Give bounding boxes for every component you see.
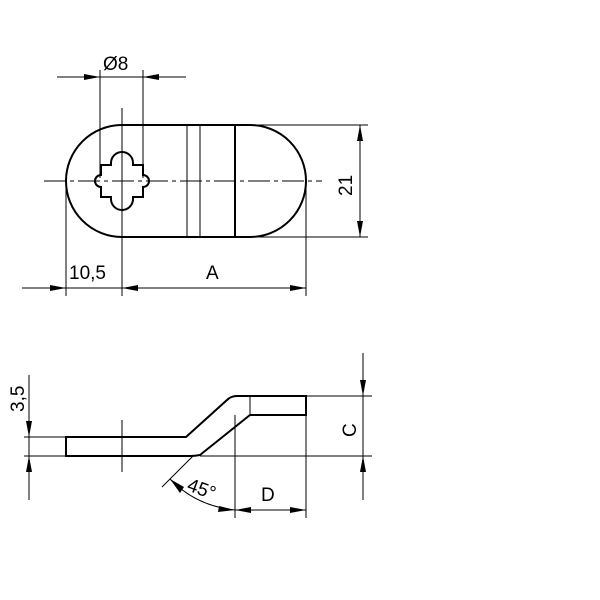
side-view: 3,5 C D 45° (8, 353, 372, 518)
arrow-icon (235, 507, 251, 513)
cam-profile (65, 395, 307, 457)
thickness-label: 3,5 (8, 386, 29, 412)
arrow-icon (26, 421, 32, 437)
arrow-icon (143, 74, 159, 80)
star-hole (94, 151, 150, 211)
arrow-icon (290, 507, 306, 513)
diameter-label: Ø8 (103, 54, 128, 75)
height-label: C (340, 423, 361, 437)
arrow-icon (290, 285, 306, 291)
offset-label: 10,5 (69, 263, 106, 284)
arrow-icon (170, 479, 184, 493)
arrow-icon (50, 285, 66, 291)
arrow-icon (84, 74, 100, 80)
arrow-icon (357, 125, 363, 141)
length-label: A (206, 263, 219, 284)
width-label: 21 (336, 175, 357, 196)
arrow-icon (122, 285, 138, 291)
arrow-icon (357, 221, 363, 237)
angle-ext-line (161, 455, 194, 488)
angle-label: 45° (184, 475, 218, 505)
arrow-icon (360, 380, 366, 396)
tab-length-label: D (261, 485, 275, 506)
arrow-icon (26, 456, 32, 472)
arrow-icon (360, 456, 366, 472)
arrow-icon (218, 506, 235, 512)
top-view: Ø8 21 10,5 A (22, 54, 368, 296)
